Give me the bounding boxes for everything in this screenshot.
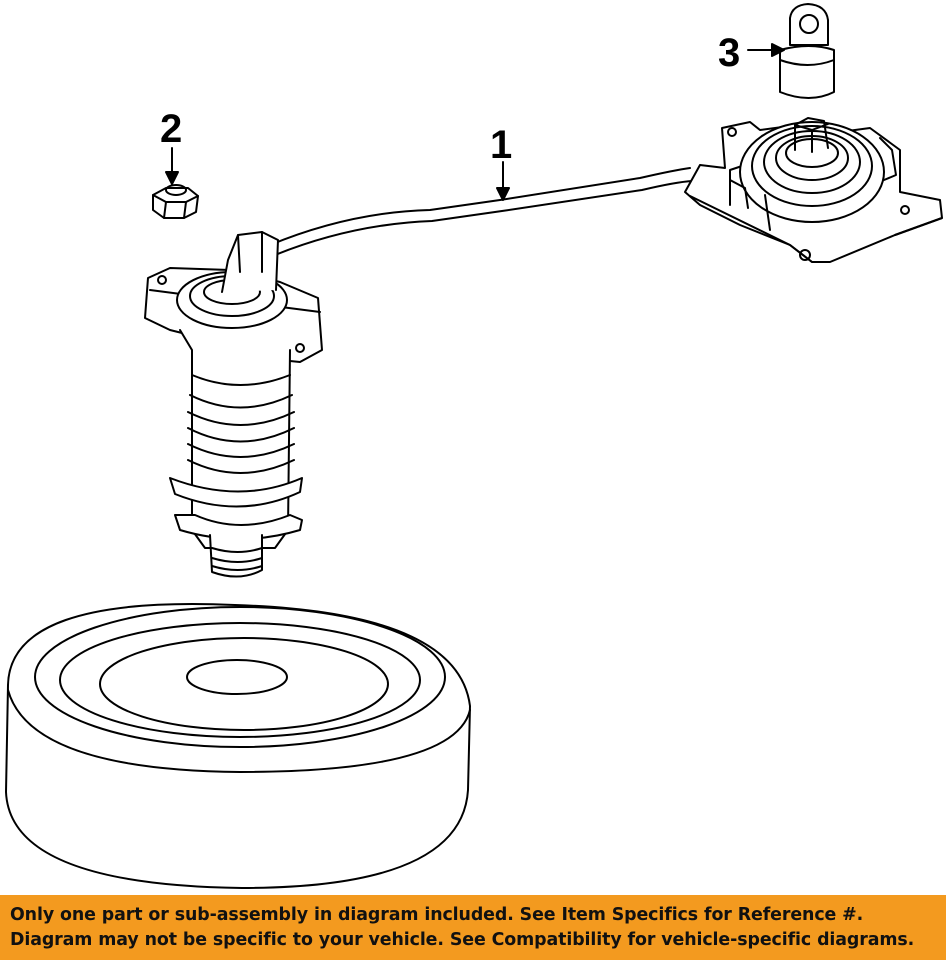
callout-3: 3	[718, 31, 740, 75]
nut-part	[152, 184, 199, 219]
callout-2: 2	[160, 107, 182, 151]
winch-assembly	[684, 117, 943, 263]
spare-tire	[5, 603, 471, 889]
carrier-cable	[269, 167, 693, 256]
lug-part	[779, 3, 835, 99]
callout-1: 1	[490, 123, 512, 167]
spare-tire-carrier-diagram: 1 2 3	[5, 3, 943, 889]
disclaimer-banner: Only one part or sub-assembly in diagram…	[0, 895, 946, 960]
callout-arrows	[165, 43, 785, 201]
disclaimer-line-1: Only one part or sub-assembly in diagram…	[10, 905, 864, 925]
hanger-assembly	[144, 231, 323, 578]
disclaimer-line-2: Diagram may not be specific to your vehi…	[10, 930, 915, 950]
